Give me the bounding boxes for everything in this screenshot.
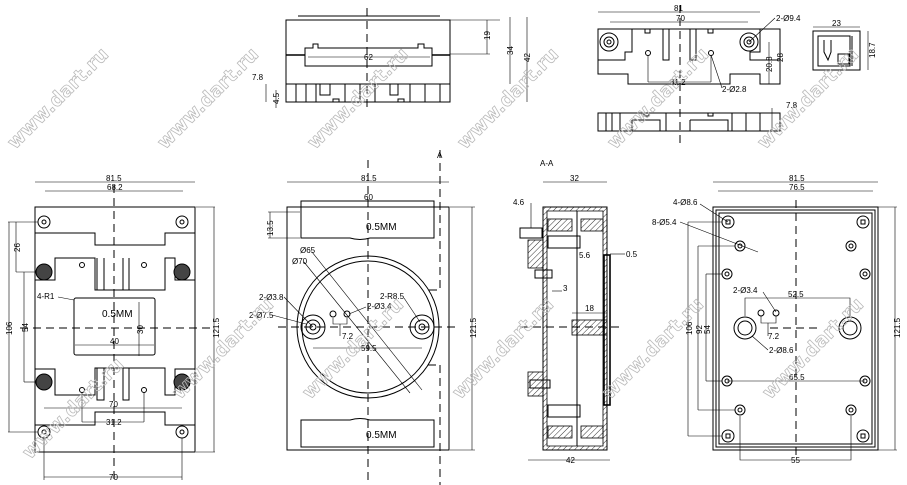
top-strip-view: 7.8 [597,101,798,132]
dim-19: 19 [483,31,492,40]
dim-121-5-front: 121.5 [212,317,221,338]
dim-52-5: 52.5 [788,290,804,299]
dim-42-section: 42 [566,456,575,465]
dim-70-mid: 70 [109,400,118,409]
dim-54-front: 54 [21,323,30,332]
dim-13-5: 13.5 [266,220,275,236]
dim-70-bottom: 70 [109,473,118,482]
svg-text:www.dart.ru: www.dart.ru [298,293,408,403]
dim-81: 81 [674,4,683,13]
dim-7-2-cover: 7.2 [342,332,354,341]
label-2-d9-4: 2-Ø9.4 [776,14,801,23]
back-view: 81.5 76.5 121.5 106 92 [652,174,902,465]
dim-106-front: 106 [5,321,14,335]
dim-28: 28 [776,53,785,62]
cover-label-bottom: 0.5MM [366,430,397,441]
svg-text:www.dart.ru: www.dart.ru [168,293,278,403]
label-2-d3-4-back: 2-Ø3.4 [733,286,758,295]
dim-121-5-cover: 121.5 [469,317,478,338]
dim-30: 30 [136,325,145,334]
dim-81-5-back: 81.5 [789,174,805,183]
dim-40: 40 [110,337,119,346]
watermarks: www.dart.ru www.dart.ru www.dart.ru www.… [3,43,869,464]
cover-view: 81.5 60 0.5MM 0.5MM A 13.5 121.5 Ø65 Ø70… [249,150,478,485]
dim-106-back: 106 [685,321,694,335]
dim-5-6: 5.6 [579,251,591,260]
label-2-d7-5: 2-Ø7.5 [249,311,274,320]
section-title: A-A [540,159,554,168]
dim-18: 18 [585,304,594,313]
dim-70: 70 [676,14,685,23]
svg-text:www.dart.ru: www.dart.ru [153,43,263,153]
dim-23: 23 [832,19,841,28]
dim-62: 62 [364,53,373,62]
dim-54-back: 54 [703,325,712,334]
dim-121-5-back: 121.5 [893,317,902,338]
dim-92: 92 [695,325,704,334]
dim-65-5: 65.5 [789,373,805,382]
dim-4-6: 4.6 [513,198,525,207]
label-2-d3-4-cover: 2-Ø3.4 [367,302,392,311]
front-label: 0.5MM [102,309,133,320]
dim-4-5: 4.5 [272,92,281,104]
dim-31-2-front: 31.2 [106,418,122,427]
svg-text:www.dart.ru: www.dart.ru [3,43,113,153]
end-view: 23 18.7 [812,19,877,71]
label-8-d5-4: 8-Ø5.4 [652,218,677,227]
dim-81-5-cover: 81.5 [361,174,377,183]
top-side-view: 62 19 34 42 7.8 4.5 [252,8,532,108]
section-mark-a: A [437,151,443,160]
cover-label-top: 0.5MM [366,222,397,233]
dim-7-8-strip: 7.8 [786,101,798,110]
top-plan-view: 81 70 31.2 2-Ø2.8 2-Ø9.4 20.8 28 [597,4,801,145]
label-4-r1: 4-R1 [37,292,55,301]
label-d70: Ø70 [292,257,308,266]
dim-81-5-front: 81.5 [106,174,122,183]
dim-60: 60 [364,193,373,202]
svg-text:www.dart.ru: www.dart.ru [453,43,563,153]
dim-26: 26 [13,243,22,252]
dim-68-2: 68.2 [107,183,123,192]
dim-32: 32 [570,174,579,183]
dim-76-5: 76.5 [789,183,805,192]
dim-3: 3 [563,284,568,293]
label-4-d8-6: 4-Ø8.6 [673,198,698,207]
label-2-d2-8: 2-Ø2.8 [722,85,747,94]
label-d65: Ø65 [300,246,316,255]
label-2-d3-8: 2-Ø3.8 [259,293,284,302]
dim-34: 34 [506,46,515,55]
dim-7-8: 7.8 [252,73,264,82]
svg-text:www.dart.ru: www.dart.ru [303,43,413,153]
dim-18-7: 18.7 [868,42,877,58]
svg-text:www.dart.ru: www.dart.ru [598,293,708,403]
dim-42: 42 [523,53,532,62]
dim-55: 55 [791,456,800,465]
dim-20-8: 20.8 [765,56,774,72]
dim-0-5: 0.5 [626,250,638,259]
dim-7-2-back: 7.2 [768,332,780,341]
dim-31-2: 31.2 [670,78,686,87]
front-view: 81.5 68.2 0.5MM 121.5 106 26 54 4-R1 30 [5,174,221,483]
label-2-r8-5: 2-R8.5 [380,292,405,301]
label-2-d8-6: 2-Ø8.6 [769,346,794,355]
dim-59-5: 59.5 [361,344,377,353]
section-view: A-A 32 4.6 5.6 0.5 3 18 42 [513,159,638,465]
